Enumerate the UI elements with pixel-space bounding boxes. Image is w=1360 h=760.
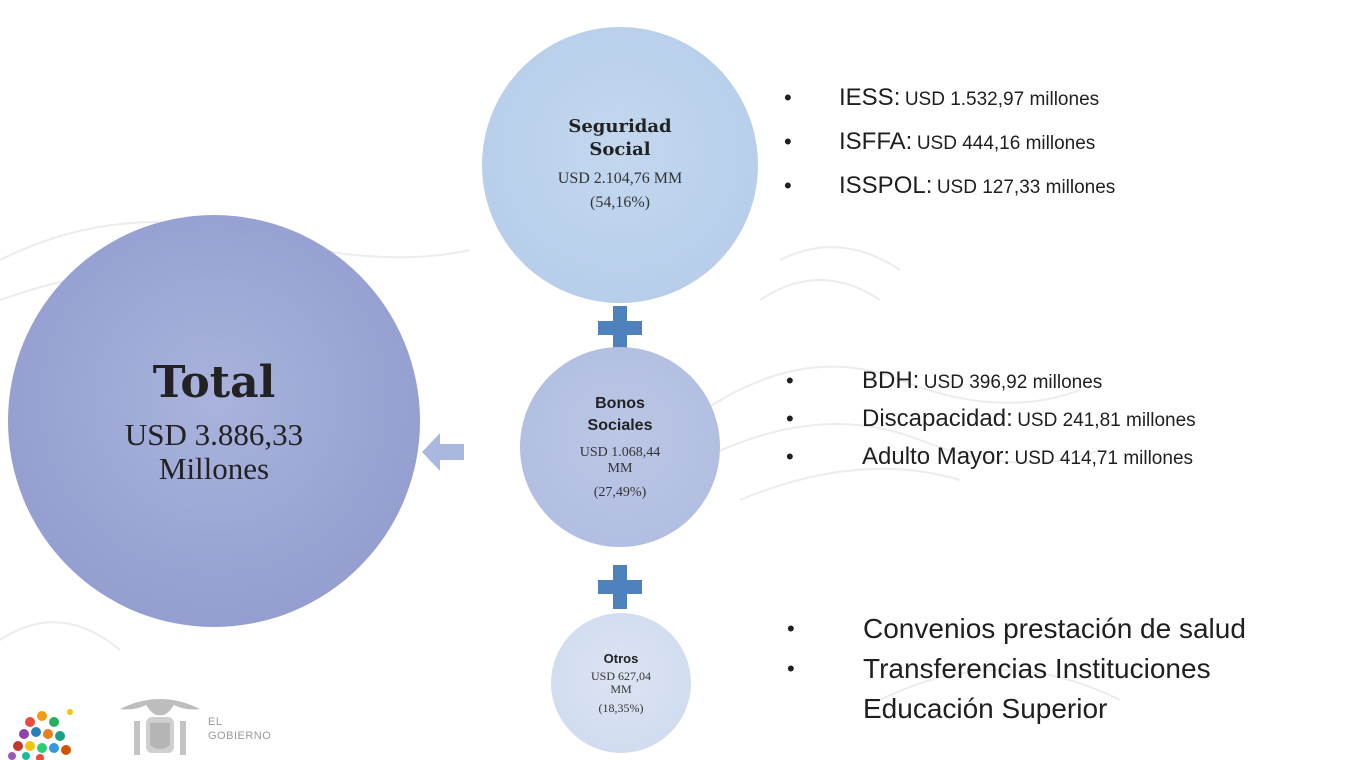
- list-item: • IESS: USD 1.532,97 millones: [784, 78, 1115, 122]
- bullet-icon: •: [784, 173, 792, 198]
- bonos-value-line2: MM: [607, 461, 633, 476]
- seguridad-title: Seguridad Social: [568, 115, 671, 161]
- bonos-title-line1: Bonos: [595, 395, 645, 412]
- bullet-icon: •: [786, 368, 794, 393]
- government-logo-text: EL GOBIERNO: [208, 715, 271, 743]
- total-circle: Total USD 3.886,33 Millones: [8, 215, 420, 627]
- item-name: ISFFA:: [839, 128, 913, 155]
- item-name: ISSPOL:: [839, 172, 933, 199]
- item-text-continuation: Educación Superior: [863, 693, 1108, 724]
- otros-title: Otros: [603, 651, 639, 666]
- arrow-left-icon: [422, 433, 464, 471]
- bonos-percent: (27,49%): [593, 485, 647, 500]
- plus-icon: [598, 565, 642, 609]
- total-unit: Millones: [158, 450, 270, 486]
- total-value: USD 3.886,33: [124, 416, 304, 452]
- item-amount: USD 241,81 millones: [1017, 410, 1196, 431]
- list-item: • Transferencias Instituciones: [787, 649, 1246, 689]
- seguridad-title-line2: Social: [589, 139, 651, 160]
- item-name: BDH:: [862, 367, 920, 394]
- otros-value-line2: MM: [610, 682, 632, 696]
- item-amount: USD 127,33 millones: [936, 177, 1116, 198]
- bonos-title: Bonos Sociales: [588, 393, 653, 437]
- item-amount: USD 396,92 millones: [923, 372, 1103, 393]
- total-title: Total: [152, 356, 276, 408]
- list-item: • Convenios prestación de salud: [787, 609, 1246, 649]
- item-name: IESS:: [839, 84, 901, 111]
- plus-icon: [598, 306, 642, 350]
- seguridad-items-list: • IESS: USD 1.532,97 millones • ISFFA: U…: [784, 78, 1115, 210]
- seguridad-title-line1: Seguridad: [568, 116, 672, 137]
- item-amount: USD 414,71 millones: [1014, 448, 1194, 469]
- bonos-items-list: • BDH: USD 396,92 millones • Discapacida…: [786, 364, 1196, 478]
- list-item: • ISSPOL: USD 127,33 millones: [784, 166, 1115, 210]
- bonos-sociales-circle: Bonos Sociales USD 1.068,44 MM (27,49%): [520, 347, 720, 547]
- logo-text-2: GOBIERNO: [208, 730, 272, 742]
- otros-percent: (18,35%): [598, 701, 644, 715]
- bullet-icon: •: [784, 129, 792, 154]
- otros-items-list: • Convenios prestación de salud • Transf…: [787, 609, 1246, 729]
- item-name: Adulto Mayor:: [862, 443, 1011, 470]
- seguridad-percent: (54,16%): [590, 194, 650, 211]
- seguridad-social-circle: Seguridad Social USD 2.104,76 MM (54,16%…: [482, 27, 758, 303]
- logo-text-1: EL: [208, 716, 223, 728]
- list-item: • Discapacidad: USD 241,81 millones: [786, 402, 1196, 440]
- bullet-icon: •: [784, 85, 792, 110]
- bullet-icon: •: [787, 656, 795, 681]
- list-item: • BDH: USD 396,92 millones: [786, 364, 1196, 402]
- bullet-icon: •: [786, 406, 794, 431]
- seguridad-value: USD 2.104,76 MM: [557, 170, 683, 187]
- colorful-tree-logo: [8, 709, 73, 760]
- otros-circle: Otros USD 627,04 MM (18,35%): [551, 613, 691, 753]
- bullet-icon: •: [786, 444, 794, 469]
- bonos-title-line2: Sociales: [587, 417, 653, 434]
- ecuador-coat-of-arms-icon: [120, 699, 200, 755]
- list-item: • Adulto Mayor: USD 414,71 millones: [786, 440, 1196, 478]
- item-text: Convenios prestación de salud: [863, 613, 1246, 644]
- bullet-icon: •: [787, 616, 795, 641]
- otros-value-line1: USD 627,04: [590, 669, 651, 683]
- item-name: Discapacidad:: [862, 405, 1013, 432]
- item-amount: USD 1.532,97 millones: [904, 89, 1100, 110]
- item-amount: USD 444,16 millones: [916, 133, 1096, 154]
- bonos-value-line1: USD 1.068,44: [579, 445, 661, 460]
- item-text: Transferencias Instituciones: [863, 653, 1211, 684]
- list-item: • ISFFA: USD 444,16 millones: [784, 122, 1115, 166]
